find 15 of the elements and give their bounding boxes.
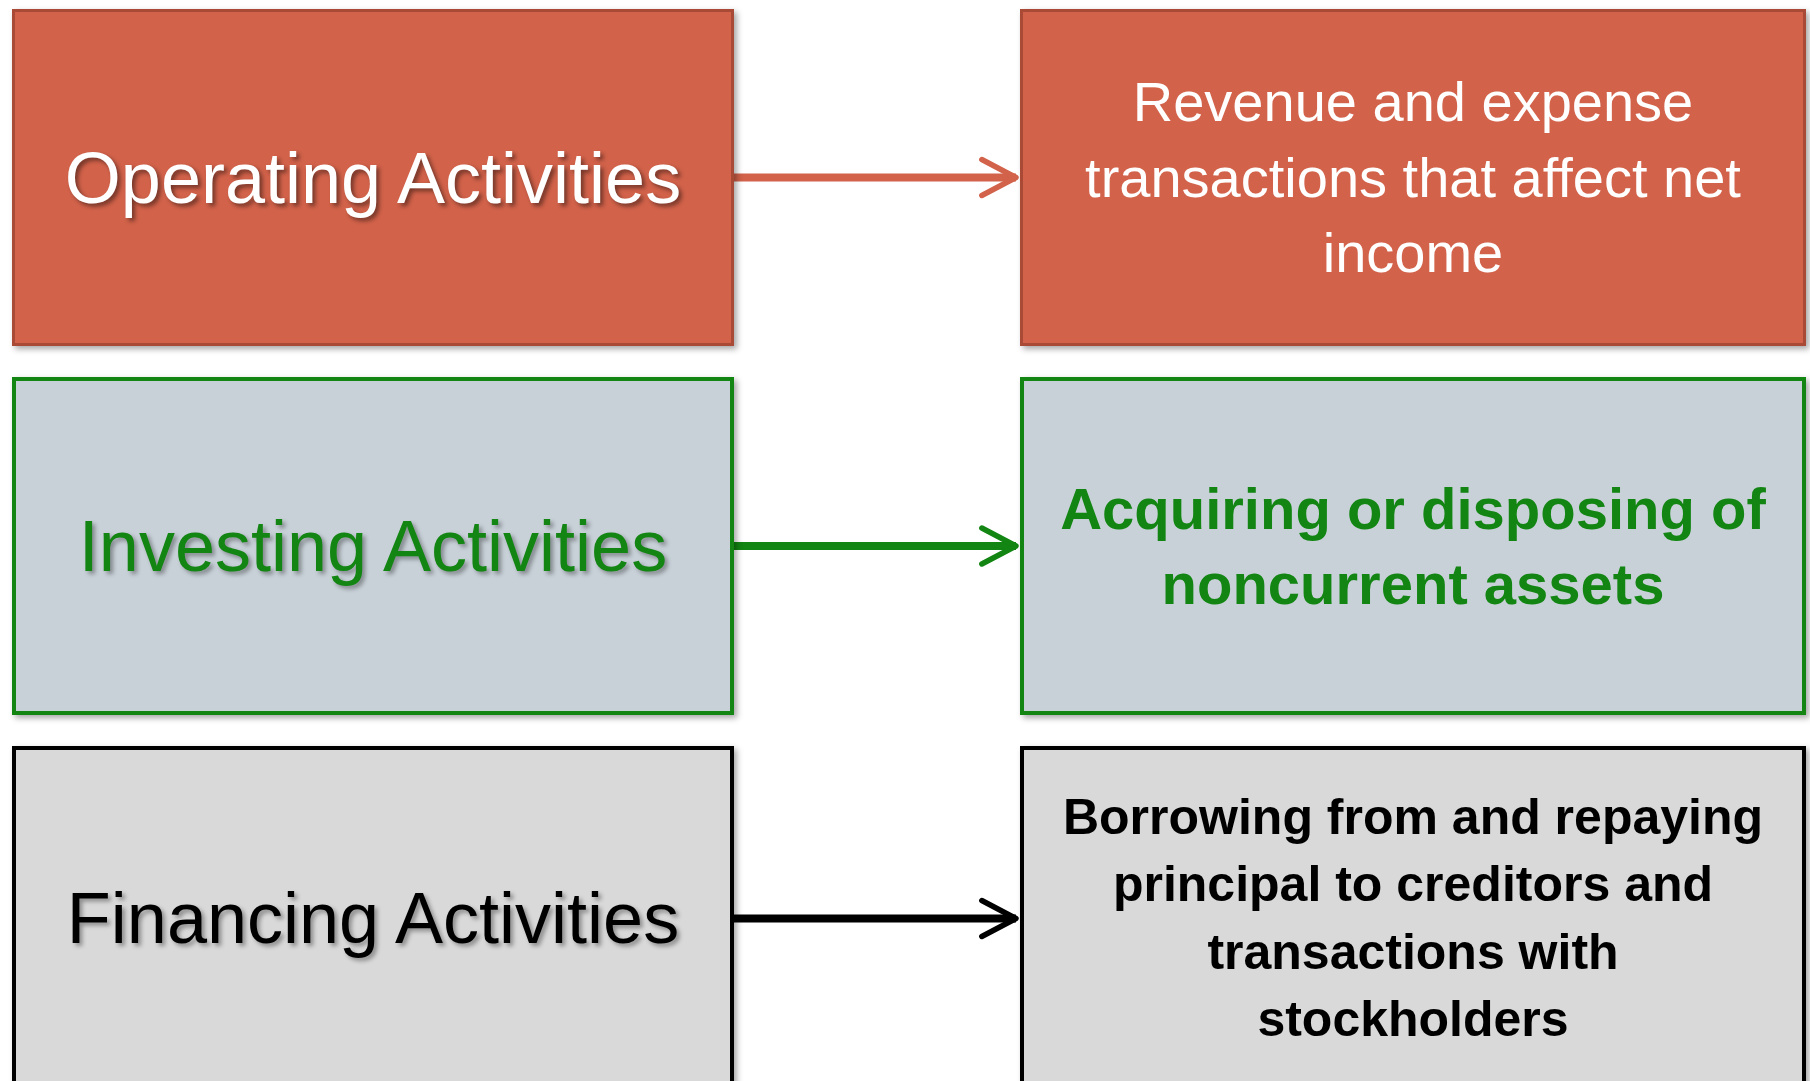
category-label: Operating Activities [64,136,682,220]
category-box [12,746,734,1081]
category-box [12,9,734,346]
category-box [12,377,734,715]
description-box [1020,377,1806,715]
category-label: Investing Activities [78,504,668,588]
description-text: Revenue and expense transactions that affect net income [1084,69,1742,287]
category-label: Financing Activities [66,877,680,961]
description-box [1020,746,1806,1081]
description-box [1020,9,1806,346]
description-text: Borrowing from and repaying principal to creditors and transactions with stockholders [1061,787,1765,1049]
arrow [734,897,1019,940]
description-text: Acquiring or disposing of noncurrent assets [1059,474,1767,618]
arrow [734,156,1019,199]
arrow [734,525,1019,567]
